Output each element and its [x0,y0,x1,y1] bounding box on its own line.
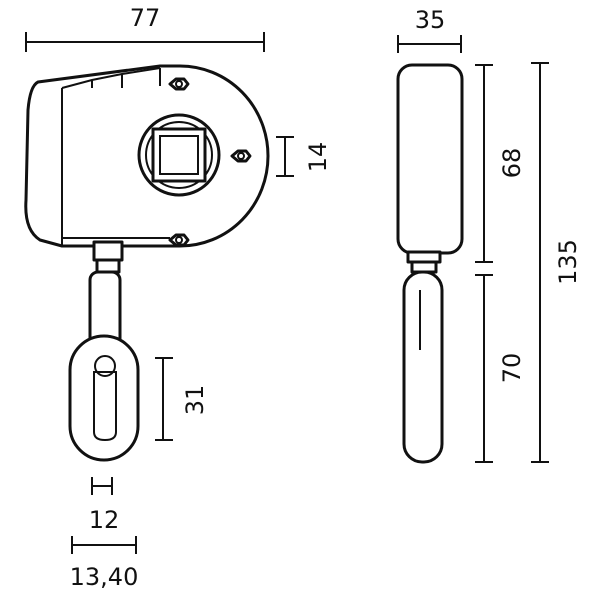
total-height-label: 135 [554,239,582,285]
depth-dimension: 35 [397,6,462,53]
crank-eye [68,334,140,462]
eye-height-dimension: 31 [155,357,209,441]
eye-slot-dimension: 12 [89,477,120,534]
screw-bottom [168,233,190,247]
square-axle [151,127,207,183]
total-height-dimension: 135 [531,62,582,463]
crank-length-dimension: 70 [475,274,526,463]
eye-slot-label: 12 [89,506,120,534]
screw-right [230,149,252,163]
housing-side [396,63,464,255]
screw-top [168,77,190,91]
eye-outer-dimension: 13,40 [70,536,139,591]
width-label: 77 [130,4,161,32]
axle-label: 14 [304,142,332,173]
front-view: 77 14 [24,4,332,591]
depth-label: 35 [415,6,446,34]
eye-outer-label: 13,40 [70,563,139,591]
crank-side [402,270,444,464]
housing-top-band [61,67,161,89]
axle-dimension: 14 [276,136,332,177]
side-view: 35 68 70 135 [396,6,582,464]
crank-coupling [92,240,124,262]
width-dimension: 77 [25,4,265,52]
eye-height-label: 31 [181,385,209,416]
housing-height-dimension: 68 [475,64,526,263]
crank-length-label: 70 [498,353,526,384]
housing-height-label: 68 [498,148,526,179]
